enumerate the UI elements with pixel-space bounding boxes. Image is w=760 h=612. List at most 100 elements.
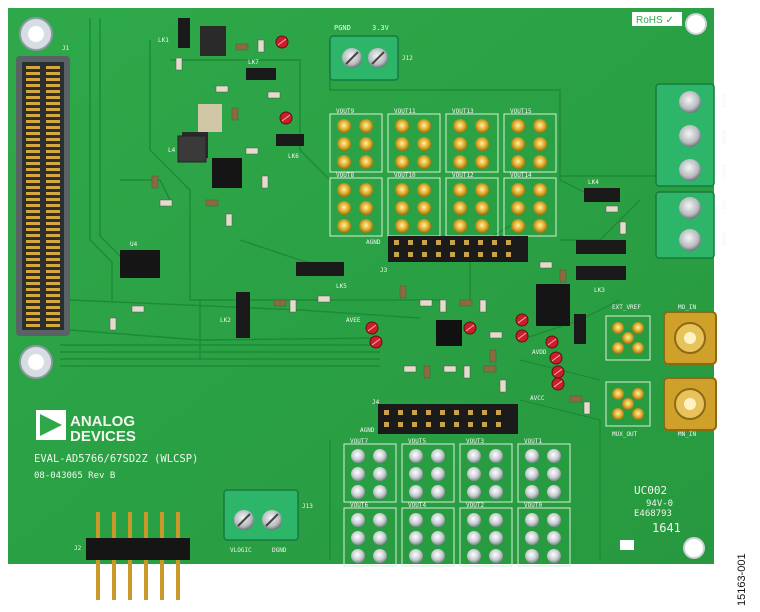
smd-component [439, 299, 447, 313]
test-point-pad [417, 137, 431, 151]
avss-label: AVEE [720, 94, 727, 109]
j1-pin [46, 114, 60, 117]
j1-edge-connector [16, 56, 70, 336]
header-pin [422, 252, 427, 257]
j1-pin [46, 210, 60, 213]
smd-passives [109, 39, 627, 415]
header-pin [426, 422, 431, 427]
header-pin [394, 240, 399, 245]
vout-block-outline [445, 113, 499, 173]
test-point-pad [511, 137, 525, 151]
j1-pin [26, 312, 40, 315]
test-point-pad [359, 137, 373, 151]
test-point-pad [533, 183, 547, 197]
smd-component [479, 299, 487, 313]
test-point-pad [475, 155, 489, 169]
vref-pad [612, 408, 624, 420]
j1-pin [26, 258, 40, 261]
vout-block-outline [343, 443, 397, 503]
j1-pin [46, 276, 60, 279]
j1-pin [26, 282, 40, 285]
header-pin [412, 410, 417, 415]
j1-pin [26, 306, 40, 309]
test-point-pad [409, 549, 423, 563]
j1-pin [46, 264, 60, 267]
red-test-point-highlight [547, 338, 557, 346]
test-point-pad [511, 219, 525, 233]
test-point-pad [395, 183, 409, 197]
test-point-pad [409, 467, 423, 481]
j1-pin [46, 72, 60, 75]
vout-label: VOUT7 [350, 438, 368, 445]
vout-label: VOUT15 [510, 108, 532, 115]
header-pin [384, 410, 389, 415]
j1-pin [26, 216, 40, 219]
j1-pin [46, 306, 60, 309]
j1-pin [26, 150, 40, 153]
test-point-pad [547, 513, 561, 527]
test-point-pad [373, 449, 387, 463]
test-point-pad [373, 467, 387, 481]
header-pin [454, 410, 459, 415]
header-pin [478, 240, 483, 245]
vout-block-outline [517, 443, 571, 503]
power-terminal-labels: AVEE AGND AVDD AVCC AGND [720, 94, 727, 247]
j1-pin [46, 228, 60, 231]
sma-connectors [663, 311, 717, 431]
header-pin [496, 410, 501, 415]
smd-component [419, 299, 433, 307]
test-point-pad [409, 513, 423, 527]
test-point-pad [431, 467, 445, 481]
header-pin [496, 422, 501, 427]
test-point-pad [475, 119, 489, 133]
j1-pin [26, 264, 40, 267]
vref-pad [612, 342, 624, 354]
v33-label: 3.3V [372, 24, 390, 32]
ul-file: E468793 [634, 509, 672, 519]
smd-component [489, 349, 497, 363]
test-point-pad [467, 467, 481, 481]
rohs-sticker: RoHS ✓ [632, 12, 682, 26]
smd-component [109, 317, 117, 331]
test-point-pad [351, 549, 365, 563]
red-test-point-highlight [517, 332, 527, 340]
j1-pin [46, 144, 60, 147]
j1-pin [26, 240, 40, 243]
test-point-pad [533, 119, 547, 133]
vref-pad [622, 398, 634, 410]
vref-pad [622, 332, 634, 344]
test-point-pad [395, 119, 409, 133]
test-point-pad [511, 119, 525, 133]
j1-pin [46, 282, 60, 285]
j1-pin [26, 318, 40, 321]
test-point-pad [417, 219, 431, 233]
red-test-point-highlight [465, 324, 475, 332]
header-pin [394, 252, 399, 257]
header-pin [464, 240, 469, 245]
header-pin [440, 410, 445, 415]
date-code: 1641 [652, 521, 681, 535]
test-point-pad [525, 531, 539, 545]
j1-pin [26, 114, 40, 117]
test-point-pad [467, 531, 481, 545]
j1-pin [46, 246, 60, 249]
header-pin [422, 240, 427, 245]
j12-label: J12 [402, 55, 413, 62]
j1-pin [26, 276, 40, 279]
j1-pin [46, 180, 60, 183]
j1-pin [46, 84, 60, 87]
test-point-pad [337, 201, 351, 215]
lk2-label: LK2 [220, 317, 231, 324]
j1-pin [26, 108, 40, 111]
j1-pin [46, 204, 60, 207]
header-pin [478, 252, 483, 257]
test-point-pad [417, 119, 431, 133]
j1-pin [26, 78, 40, 81]
header-pin [436, 252, 441, 257]
board-sticker [620, 540, 634, 550]
test-point-pad [467, 485, 481, 499]
test-point-pad [417, 201, 431, 215]
j1-pin [26, 222, 40, 225]
red-test-point-highlight [553, 368, 563, 376]
